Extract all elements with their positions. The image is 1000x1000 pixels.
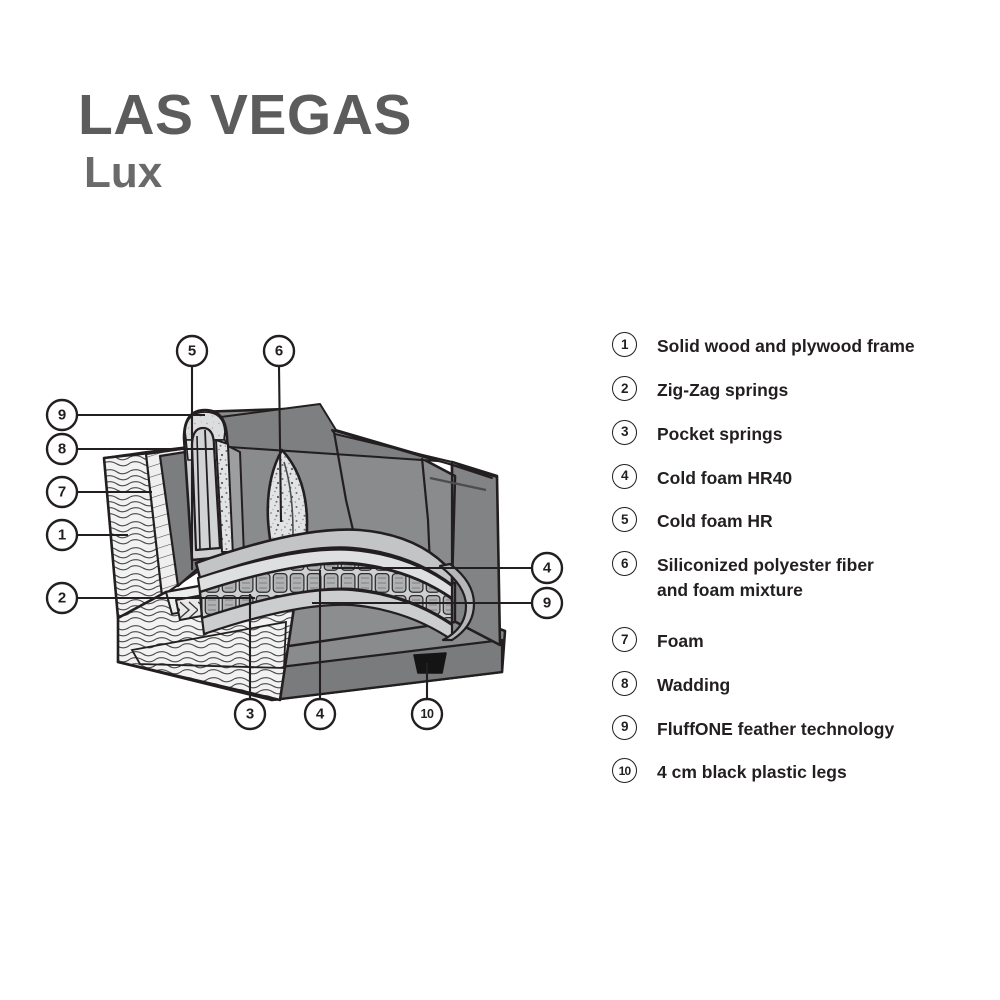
legend-badge-icon: 6 (612, 551, 637, 577)
callout-badge-7-left[interactable]: 7 (45, 475, 79, 509)
legend-badge-icon: 7 (612, 626, 637, 652)
callout-label: 3 (246, 706, 254, 723)
callout-label: 4 (316, 706, 325, 723)
legend-item-label: Siliconized polyester fiber and foam mix… (657, 555, 874, 601)
callout-label: 9 (543, 595, 551, 612)
legend-badge-icon: 8 (612, 670, 637, 696)
bottom-rail-lower-edge (130, 620, 287, 669)
callout-badge-4-bottom[interactable]: 4 (303, 697, 337, 731)
callout-label: 7 (58, 484, 66, 501)
sofa-right-side-panel (450, 460, 502, 647)
legend-item-label: Zig-Zag springs (657, 379, 789, 400)
callout-badge-10-bottom[interactable]: 10 (410, 697, 444, 731)
callout-label: 10 (421, 707, 434, 721)
sofa-side-highlight (429, 476, 487, 492)
legend-badge-icon: 5 (612, 507, 637, 533)
callout-label: 1 (58, 527, 66, 544)
page-title-block: LAS VEGAS Lux (78, 86, 558, 196)
callout-label: 5 (188, 343, 196, 360)
legend-item-label: Foam (657, 630, 704, 651)
legend-item-3: 3 Pocket springs (612, 419, 992, 447)
legend-badge-icon: 10 (612, 758, 637, 784)
legend-badge-icon: 9 (612, 714, 637, 740)
legend-item-2: 2 Zig-Zag springs (612, 375, 992, 403)
legend-item-label: Pocket springs (657, 423, 783, 444)
legend-item-label: 4 cm black plastic legs (657, 762, 847, 783)
legend-item-5: 5 Cold foam HR (612, 507, 992, 534)
black-plastic-leg (413, 652, 447, 674)
callout-label: 4 (543, 560, 552, 577)
callout-group (78, 366, 531, 698)
legend-badge-icon: 2 (612, 375, 637, 401)
page-subtitle: Lux (84, 148, 163, 198)
legend-item-6: 6 Siliconized polyester fiber and foam m… (612, 551, 992, 603)
callout-badge-2-left[interactable]: 2 (45, 581, 79, 615)
legend-item-label: Solid wood and plywood frame (657, 336, 915, 356)
legend-list: 1 Solid wood and plywood frame 2 Zig-Zag… (612, 332, 992, 802)
callout-badges: 5 6 9 8 7 1 2 (45, 334, 564, 731)
callout-badge-6[interactable]: 6 (262, 334, 296, 368)
legend-item-label: Wadding (657, 674, 731, 695)
callout-badge-1-left[interactable]: 1 (45, 518, 79, 552)
callout-label: 2 (58, 590, 66, 607)
sofa-body (102, 403, 507, 702)
legend-item-label: Cold foam HR40 (657, 467, 793, 488)
callout-label: 9 (58, 407, 66, 424)
callout-label: 8 (58, 441, 66, 458)
callout-badge-8-left[interactable]: 8 (45, 432, 79, 466)
callout-badge-5[interactable]: 5 (175, 334, 209, 368)
callout-badge-9-right[interactable]: 9 (530, 586, 564, 620)
cold-foam-hr-inner-line-2 (196, 435, 201, 550)
legend-item-label: Cold foam HR (657, 511, 773, 532)
legend-item-1: 1 Solid wood and plywood frame (612, 332, 992, 359)
legend-item-4: 4 Cold foam HR40 (612, 463, 992, 491)
page-title: LAS VEGAS (78, 83, 412, 147)
legend-item-10: 10 4 cm black plastic legs (612, 758, 992, 785)
legend-item-label: FluffONE feather technology (657, 718, 895, 739)
legend-item-8: 8 Wadding (612, 670, 992, 698)
callout-badge-3-bottom[interactable]: 3 (233, 697, 267, 731)
seat-top-foam-layer (194, 528, 454, 587)
legend-item-9: 9 FluffONE feather technology (612, 714, 992, 742)
leader-line-6 (277, 366, 283, 523)
seat-cushion-right-cap (438, 562, 476, 642)
callout-badge-9-left[interactable]: 9 (45, 398, 79, 432)
legend-item-7: 7 Foam (612, 626, 992, 654)
legend-badge-icon: 3 (612, 419, 637, 445)
legend-badge-icon: 1 (612, 332, 637, 357)
callout-label: 6 (275, 343, 283, 360)
legend-badge-icon: 4 (612, 463, 637, 489)
callout-badge-4-right[interactable]: 4 (530, 551, 564, 585)
